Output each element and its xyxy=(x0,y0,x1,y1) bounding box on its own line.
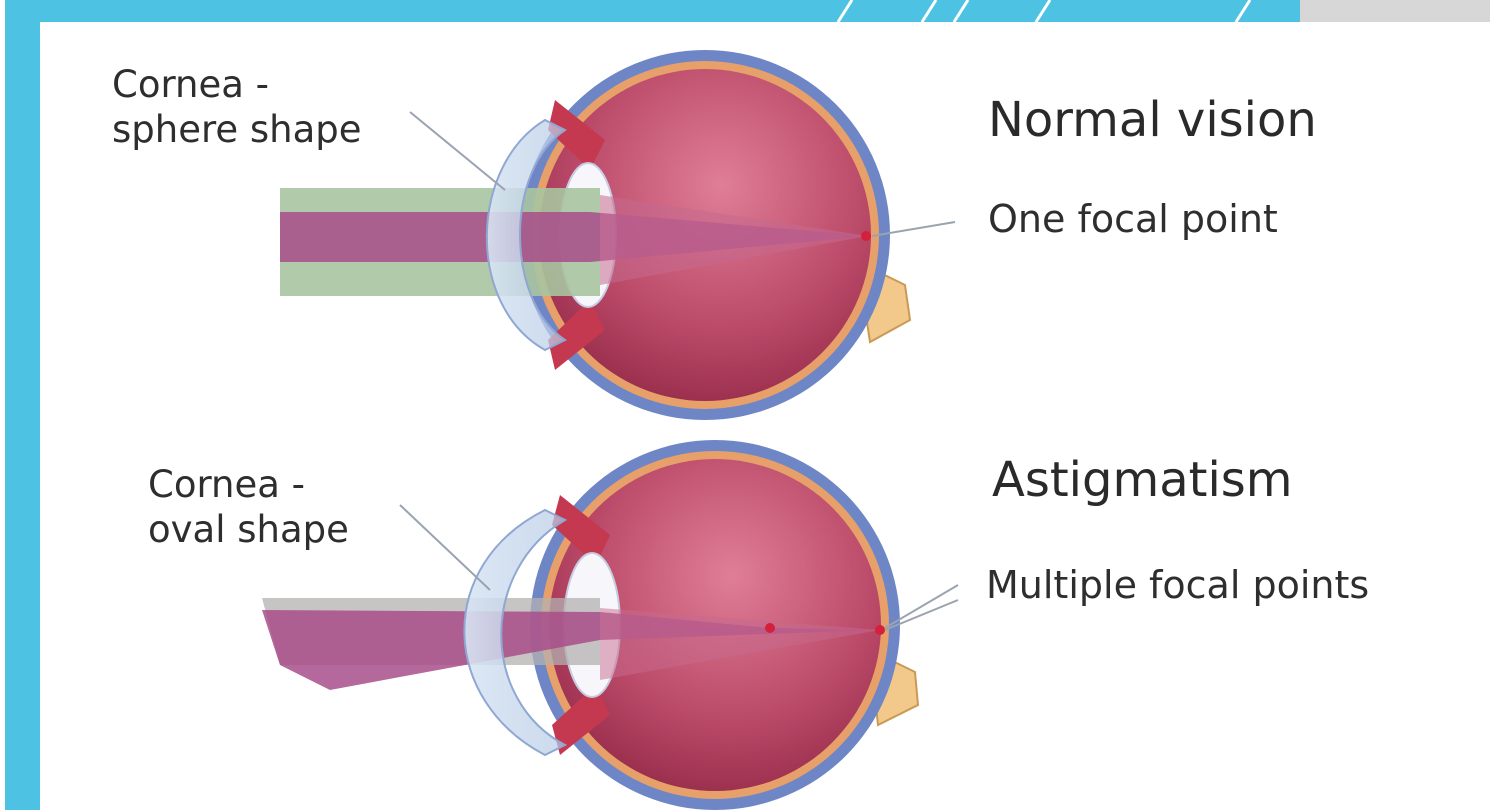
multiple-focal-points-label: Multiple focal points xyxy=(986,562,1369,608)
left-accent-edge xyxy=(0,0,5,810)
astigmatism-cornea-label: Cornea - oval shape xyxy=(148,462,349,552)
astigmatism-eye-illustration xyxy=(262,440,958,810)
normal-cornea-label: Cornea - sphere shape xyxy=(112,62,362,152)
right-gray-panel xyxy=(1300,0,1490,22)
normal-vision-title: Normal vision xyxy=(988,92,1317,148)
cornea-leader-line xyxy=(410,112,505,190)
normal-eye-illustration xyxy=(280,50,955,420)
normal-cornea-label-line2: sphere shape xyxy=(112,107,362,152)
left-accent-bar xyxy=(0,0,40,810)
top-accent-bar xyxy=(0,0,1300,22)
focal-point-2 xyxy=(875,625,885,635)
astigmatism-cornea-label-line1: Cornea - xyxy=(148,462,349,507)
focal-point xyxy=(861,231,871,241)
astigmatism-title: Astigmatism xyxy=(992,452,1293,508)
focal-point-1 xyxy=(765,623,775,633)
astigmatism-cornea-label-line2: oval shape xyxy=(148,507,349,552)
one-focal-point-label: One focal point xyxy=(988,196,1278,242)
cornea-leader-line xyxy=(400,505,490,590)
normal-cornea-label-line1: Cornea - xyxy=(112,62,362,107)
